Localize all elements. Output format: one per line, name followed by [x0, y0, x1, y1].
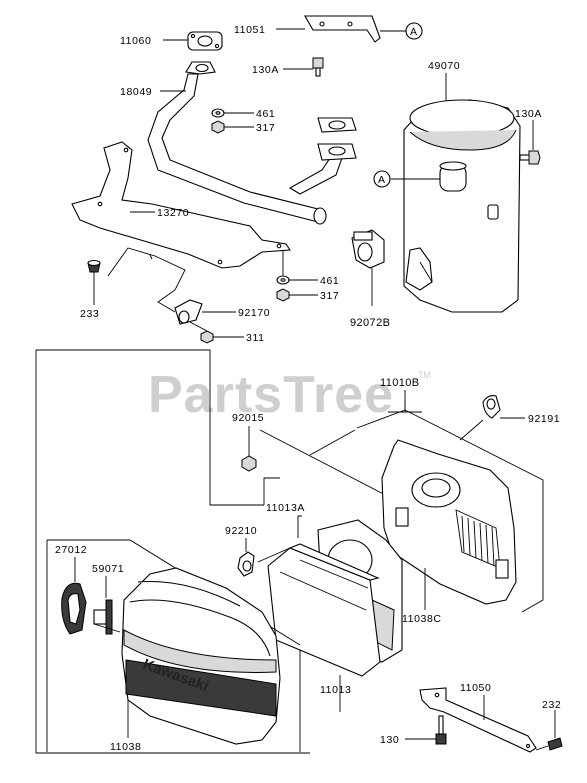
label-92210: 92210	[225, 525, 257, 537]
label-13270: 13270	[157, 207, 189, 219]
label-317-top: 317	[256, 122, 275, 134]
label-11013: 11013	[320, 684, 351, 696]
label-92072b: 92072B	[350, 317, 390, 329]
label-92015: 92015	[232, 412, 264, 424]
label-11038: 11038	[110, 741, 141, 753]
partstree-watermark: PartsTree	[148, 366, 394, 424]
frame-outline-bottom	[35, 350, 310, 754]
air-cleaner-base-11038c[interactable]	[381, 439, 517, 605]
label-11050: 11050	[460, 682, 491, 694]
washer-461-top[interactable]	[211, 108, 225, 118]
label-59071: 59071	[92, 563, 124, 575]
label-233: 233	[80, 308, 99, 320]
frame-outline-right	[404, 409, 544, 613]
label-11051: 11051	[234, 24, 265, 36]
screw-232[interactable]	[535, 737, 563, 751]
callout-a-top	[405, 22, 423, 40]
clip-27012[interactable]	[61, 582, 87, 635]
filter-element-11013[interactable]	[267, 543, 381, 677]
label-232: 232	[542, 699, 561, 711]
label-92191: 92191	[528, 413, 560, 425]
nut-311[interactable]	[200, 330, 214, 344]
bolt-130a-right[interactable]	[519, 150, 541, 165]
exhaust-pipe-18049[interactable]	[147, 61, 357, 225]
cover-11038[interactable]	[121, 567, 281, 745]
label-461-mid: 461	[320, 275, 339, 287]
label-11038c: 11038C	[402, 613, 442, 625]
label-461-top: 461	[256, 108, 275, 120]
watermark-trademark: TM	[418, 370, 431, 380]
nut-317-mid[interactable]	[276, 288, 290, 302]
callout-a-top-text: A	[410, 26, 418, 38]
gasket-11060[interactable]	[187, 31, 223, 51]
label-311: 311	[246, 332, 265, 344]
bracket-11051[interactable]	[304, 15, 381, 43]
callout-a-muffler-text: A	[378, 174, 386, 186]
bolt-130-bottom[interactable]	[435, 715, 447, 745]
clamp-92170[interactable]	[174, 299, 203, 325]
nut-317-top[interactable]	[211, 120, 225, 134]
label-49070: 49070	[428, 60, 460, 72]
muffler-49070[interactable]	[403, 99, 521, 313]
callout-a-muffler	[373, 170, 391, 188]
label-27012: 27012	[55, 544, 87, 556]
label-130a-top: 130A	[252, 64, 279, 76]
bracket-11050[interactable]	[419, 687, 537, 753]
frame-outline-left	[36, 349, 264, 506]
clip-92191[interactable]	[482, 395, 501, 419]
label-11010b: 11010B	[380, 377, 420, 389]
bracket-13270[interactable]	[71, 141, 291, 269]
label-317-mid: 317	[320, 290, 339, 302]
nut-92015[interactable]	[241, 455, 257, 472]
label-92170: 92170	[238, 307, 270, 319]
label-18049: 18049	[120, 86, 152, 98]
screw-233[interactable]	[87, 259, 101, 273]
spring-59071[interactable]	[93, 599, 121, 635]
label-130a-right: 130A	[515, 108, 542, 120]
label-11060: 11060	[120, 35, 151, 47]
clip-92210[interactable]	[237, 551, 255, 577]
bolt-130a-top[interactable]	[312, 57, 324, 77]
washer-461-mid[interactable]	[276, 275, 290, 285]
clamp-92072b[interactable]	[351, 229, 385, 269]
label-11013a: 11013A	[266, 502, 305, 514]
label-130-bottom: 130	[380, 734, 399, 746]
